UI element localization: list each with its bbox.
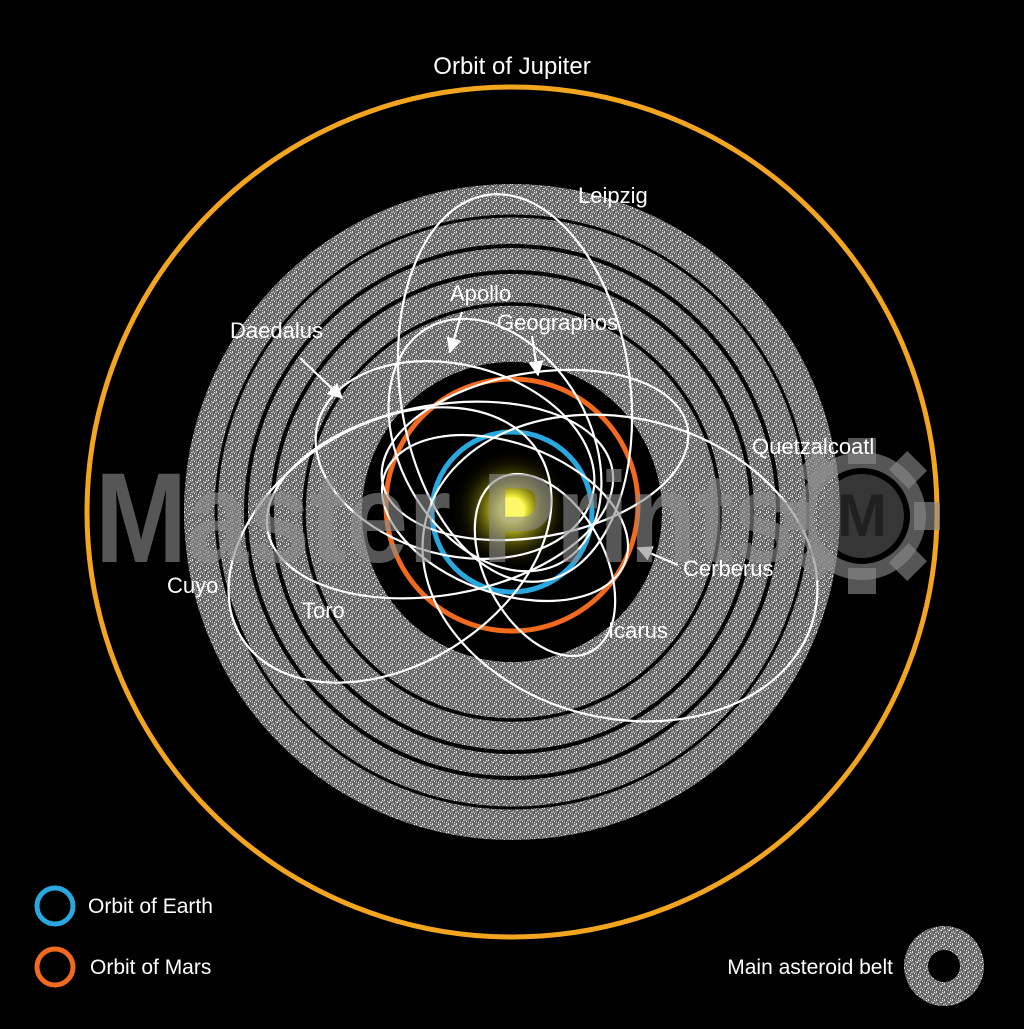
jupiter-label: Orbit of Jupiter: [433, 53, 590, 80]
asteroid-belt: [184, 184, 840, 840]
belt-gap: [270, 270, 754, 754]
legend-belt-label: Main asteroid belt: [727, 956, 893, 979]
cerberus-orbit: [380, 433, 630, 603]
cerberus-label: Cerberus: [683, 556, 773, 581]
quetzalcoatl-label: Quetzalcoatl: [752, 434, 874, 459]
icarus-orbit: [473, 472, 617, 658]
icarus-label: Icarus: [608, 618, 668, 643]
legend-mars-label: Orbit of Mars: [90, 956, 211, 979]
apollo-orbit: [387, 317, 603, 573]
watermark: Master Prints M: [95, 438, 940, 594]
watermark-logo-letter: M: [837, 482, 887, 549]
earth-orbit: [429, 429, 595, 595]
watermark-text: Master Prints: [95, 447, 795, 590]
toro-label: Toro: [302, 598, 345, 623]
gear-icon: M: [784, 438, 940, 594]
legend-earth-swatch: [34, 885, 76, 927]
legend-earth-label: Orbit of Earth: [88, 895, 213, 918]
apollo-label: Apollo: [450, 281, 511, 306]
belt-gap: [244, 244, 780, 780]
belt-gap: [302, 302, 722, 722]
daedalus-label: Daedalus: [230, 318, 323, 343]
legend-belt-swatch: [904, 926, 984, 1006]
daedalus-orbit: [314, 360, 596, 560]
legend: Orbit of Earth Orbit of Mars Main astero…: [34, 885, 984, 1006]
apollo-arrow: [446, 311, 464, 354]
cuyo-orbit: [227, 406, 553, 684]
geographos-label: Geographos: [497, 310, 618, 335]
leipzig-orbit: [396, 193, 634, 583]
geographos-arrow: [528, 335, 544, 377]
leipzig-label: Leipzig: [578, 183, 648, 208]
quetzalcoatl-orbit: [421, 413, 819, 723]
cuyo-label: Cuyo: [167, 573, 218, 598]
daedalus-arrow: [299, 357, 344, 400]
toro-orbit: [265, 400, 615, 600]
cerberus-arrow: [636, 546, 679, 567]
legend-mars-swatch: [34, 946, 76, 988]
